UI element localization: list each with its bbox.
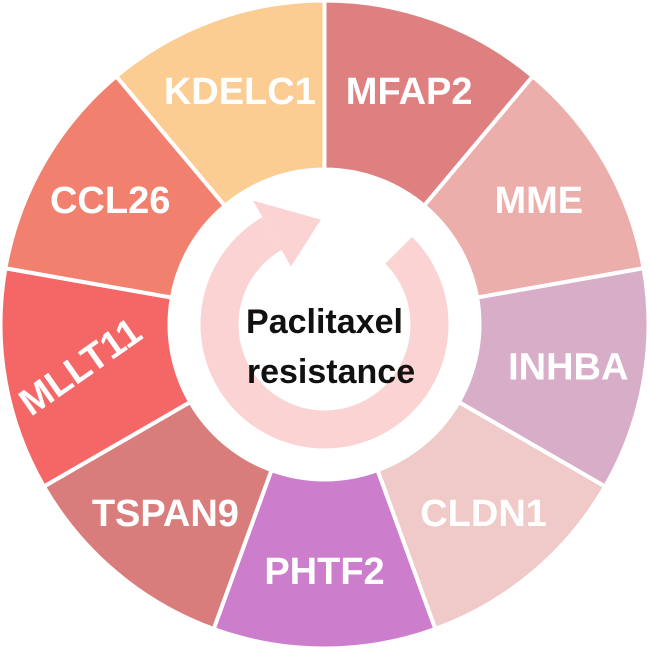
cycle-arrow-head <box>253 200 321 267</box>
segment-label-mme: MME <box>495 180 584 222</box>
segment-label-mfap2: MFAP2 <box>346 71 473 113</box>
segment-label-ccl26: CCL26 <box>50 180 170 222</box>
segment-label-tspan9: TSPAN9 <box>92 493 239 535</box>
segment-label-inhba: INHBA <box>508 346 628 388</box>
segment-label-kdelc1: KDELC1 <box>164 71 316 113</box>
cycle-arrow-arc <box>200 217 449 449</box>
segment-label-cldn1: CLDN1 <box>420 493 547 535</box>
center-title-line2: resistance <box>247 353 415 391</box>
center-title-line1: Paclitaxel <box>246 303 403 341</box>
segment-label-phtf2: PHTF2 <box>264 551 384 593</box>
cycle-arrow-icon <box>200 200 449 449</box>
